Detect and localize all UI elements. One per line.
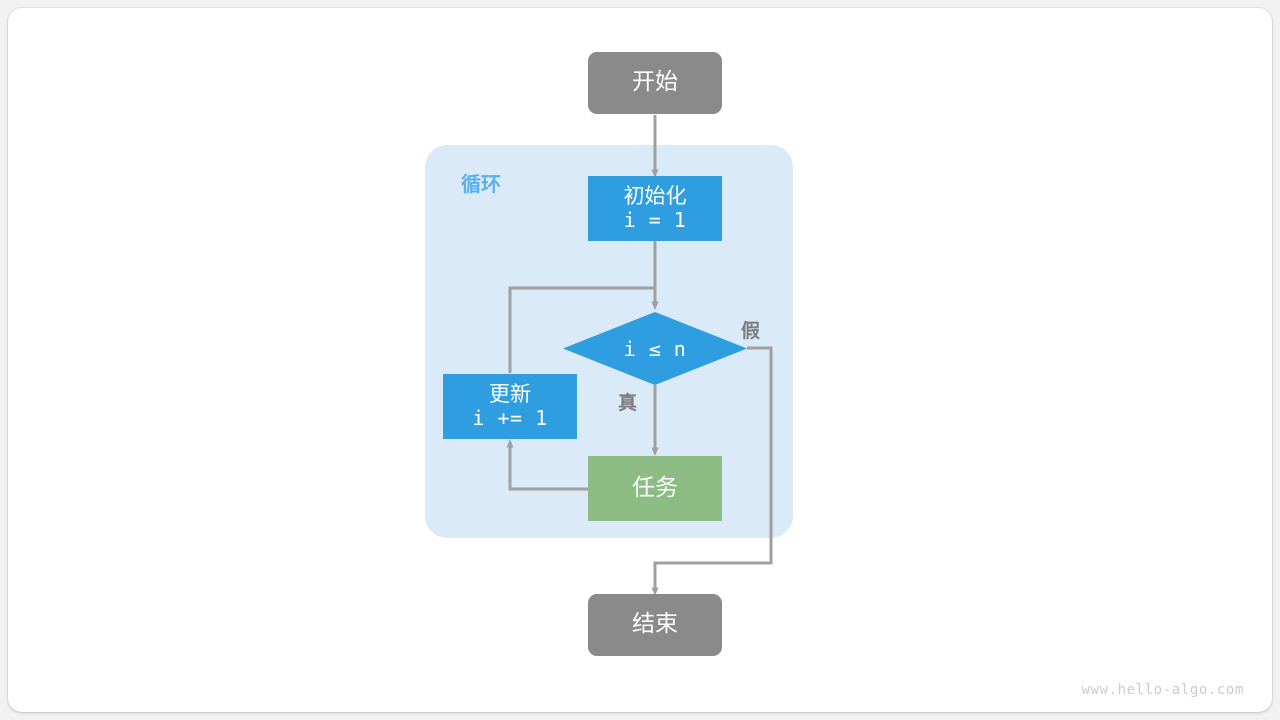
edge-label-true: 真 <box>618 392 638 414</box>
node-update[interactable]: 更新 i += 1 <box>443 374 577 439</box>
loop-container-label: 循环 <box>461 172 501 196</box>
node-task-label: 任务 <box>632 474 678 501</box>
edge-label-false: 假 <box>741 320 761 342</box>
node-init[interactable]: 初始化 i = 1 <box>588 176 722 241</box>
node-condition-label: i ≤ n <box>623 336 687 361</box>
edge-condition-false-to-end <box>651 346 773 596</box>
node-task[interactable]: 任务 <box>588 456 722 521</box>
watermark: www.hello-algo.com <box>1081 682 1244 698</box>
diamond-shape <box>563 312 747 385</box>
edge-task-to-update <box>506 439 588 491</box>
node-init-line2: i = 1 <box>623 208 687 233</box>
node-end[interactable]: 结束 <box>588 594 722 656</box>
node-start-label: 开始 <box>632 69 678 96</box>
node-start[interactable]: 开始 <box>588 52 722 114</box>
node-init-line1: 初始化 <box>623 184 687 209</box>
node-update-line2: i += 1 <box>472 406 548 431</box>
node-update-line1: 更新 <box>489 382 531 407</box>
edge-update-to-condition <box>508 286 659 373</box>
node-condition[interactable]: i ≤ n <box>563 312 747 385</box>
node-end-label: 结束 <box>632 611 678 638</box>
